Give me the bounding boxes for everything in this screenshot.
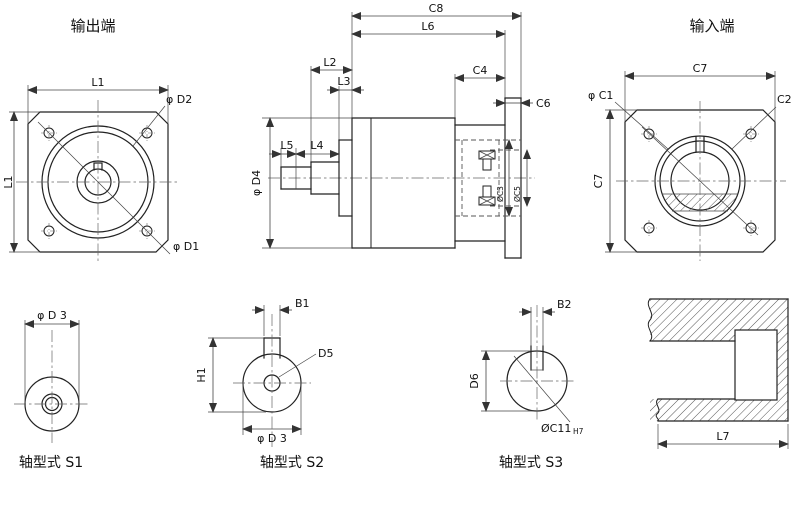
input-end-heading: 输入端 — [689, 17, 734, 35]
dim-B1: B1 — [295, 297, 310, 310]
dim-C6: C6 — [536, 97, 551, 110]
dim-phi-D3-s1: φ D 3 — [37, 309, 67, 322]
shaft-s1-label: 轴型式 S1 — [19, 455, 83, 471]
hollow-shaft-section-view: L7 — [647, 298, 789, 449]
gearbox-side-view: C8 L6 L2 L3 C4 C6 L5 L4 φ D4 ØC3 ØC5 — [250, 2, 551, 259]
dim-L6: L6 — [421, 20, 434, 33]
dim-L3: L3 — [337, 75, 350, 88]
shaft-type-s2-view: B1 D5 H1 φ D 3 轴型式 S2 — [195, 297, 333, 471]
shaft-s3-label: 轴型式 S3 — [499, 455, 563, 471]
clamp-screw-top — [478, 150, 496, 171]
dim-L5: L5 — [280, 139, 293, 152]
clamp-section-hatch — [660, 194, 740, 211]
dim-C8: C8 — [429, 2, 444, 15]
dim-C7-vertical: C7 — [592, 174, 605, 189]
dim-L4: L4 — [310, 139, 323, 152]
dim-C4: C4 — [473, 64, 488, 77]
hole-center-marks — [641, 126, 759, 236]
bolt-circle-diagonal — [641, 126, 759, 236]
dim-H1: H1 — [195, 367, 208, 382]
bolt-circle-diagonal — [37, 121, 171, 255]
dim-L1-vertical: L1 — [2, 175, 15, 188]
flange-square — [27, 111, 169, 253]
dim-phi-D3-s2: φ D 3 — [257, 432, 287, 445]
dim-phi-D4: φ D4 — [250, 170, 263, 196]
input-flange-view: C7 C7 φ C1 C2 — [588, 62, 792, 261]
dim-phi-C1: φ C1 — [588, 89, 613, 102]
output-flange-view: L1 L1 φ D2 φ D1 — [2, 76, 199, 264]
flange-square — [624, 109, 776, 253]
clamp-screw-bottom — [478, 185, 496, 206]
dim-C2: C2 — [777, 93, 792, 106]
dim-D5: D5 — [318, 347, 333, 360]
output-end-heading: 输出端 — [70, 17, 115, 35]
dim-D6: D6 — [468, 373, 481, 388]
dim-phi-C11-tolerance: H7 — [573, 427, 584, 436]
dim-B2: B2 — [557, 298, 572, 311]
shaft-s2-label: 轴型式 S2 — [260, 455, 324, 471]
hole-center-marks — [41, 125, 155, 239]
dim-phi-C11: ØC11 — [541, 422, 571, 435]
section-hatching — [650, 299, 788, 421]
bore-end-pocket — [734, 329, 778, 401]
break-line-top — [647, 298, 653, 342]
shaft-type-s3-view: B2 D6 ØC11 H7 轴型式 S3 — [468, 298, 584, 471]
dim-phi-C3: ØC3 — [496, 186, 505, 202]
dim-L1-horizontal: L1 — [91, 76, 104, 89]
break-line-bottom — [655, 398, 660, 422]
dim-phi-D2: φ D2 — [166, 93, 192, 106]
dim-L2: L2 — [323, 56, 336, 69]
shaft-type-s1-view: φ D 3 轴型式 S1 — [14, 309, 90, 471]
dim-phi-D1: φ D1 — [173, 240, 199, 253]
dim-L7: L7 — [716, 430, 729, 443]
dim-phi-C5: ØC5 — [513, 186, 522, 202]
dim-C7-horizontal: C7 — [693, 62, 708, 75]
